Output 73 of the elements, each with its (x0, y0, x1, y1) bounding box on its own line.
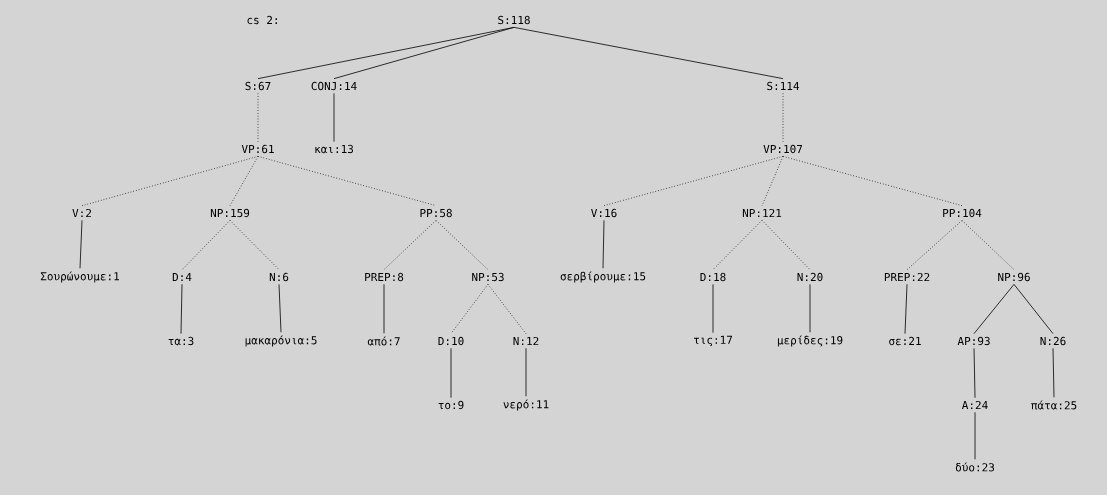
tree-branch (383, 283, 385, 334)
tree-branch (333, 92, 335, 143)
tree-node-label: NP:121 (742, 208, 782, 218)
tree-branch (961, 219, 1015, 271)
tree-branch (435, 219, 489, 271)
tree-node-label: το:9 (438, 400, 464, 410)
tree-node-label: σερβίρουμε:15 (560, 271, 646, 283)
tree-node-label: CONJ:14 (311, 81, 357, 91)
tree-node-label: S:67 (245, 81, 271, 91)
tree-node-label: δύο:23 (955, 462, 995, 472)
tree-branch (973, 347, 976, 399)
tree-node-label: από:7 (367, 336, 400, 346)
tree-branch (1013, 283, 1054, 335)
tree-branch (761, 155, 784, 207)
tree-node-label: νερό:11 (503, 399, 549, 411)
tree-node-label: VP:107 (763, 144, 803, 154)
tree-branch (602, 219, 605, 269)
tree-branch (450, 283, 489, 335)
tree-branch (229, 155, 259, 207)
tree-node-label: πάτα:25 (1031, 400, 1077, 410)
tree-node-label: N:26 (1040, 336, 1066, 346)
tree-branch (712, 219, 763, 271)
sentence-label: cs 2: (247, 15, 277, 25)
tree-branch (513, 26, 784, 80)
tree-node-label: V:16 (591, 208, 617, 218)
tree-node-label: NP:159 (210, 208, 250, 218)
tree-branch (257, 155, 437, 207)
tree-node-label: PREP:22 (884, 272, 930, 282)
tree-branch (712, 283, 714, 334)
tree-node-label: V:2 (72, 208, 91, 218)
tree-branch (79, 219, 83, 269)
tree-node-label: D:10 (438, 336, 464, 346)
tree-node-label: S:114 (767, 81, 800, 91)
tree-branch (904, 283, 908, 335)
tree-node-label: NP:53 (472, 272, 504, 282)
tree-branch (906, 219, 963, 271)
tree-branch (229, 219, 280, 271)
tree-branch (761, 219, 811, 271)
tree-node-label: D:4 (172, 273, 192, 281)
tree-branch (487, 283, 527, 335)
tree-branch (525, 347, 527, 397)
tree-node-label: μερίδες:19 (777, 335, 843, 347)
tree-branch (257, 92, 259, 143)
tree-node-label: τις:17 (694, 335, 733, 347)
tree-branch (1052, 347, 1055, 398)
tree-node-label: σε:21 (889, 336, 921, 346)
tree-node-label: VP:61 (241, 144, 274, 154)
tree-branch (181, 219, 231, 271)
tree-node-label: AP:93 (957, 336, 990, 346)
tree-node-label: A:24 (961, 400, 988, 410)
tree-branch (973, 283, 1015, 335)
tree-node-label: τα:3 (168, 336, 194, 346)
tree-node-label: μακαρόνια:5 (245, 335, 317, 347)
tree-branch (450, 347, 452, 399)
tree-node-label: Σουρώνουμε:1 (40, 271, 119, 283)
tree-branch (974, 411, 976, 460)
tree-branch (333, 26, 515, 80)
tree-branch (278, 283, 282, 333)
tree-node-label: PP:104 (943, 208, 982, 218)
tree-node-label: NP:96 (998, 272, 1030, 282)
tree-node-label: S:118 (498, 15, 530, 25)
tree-branch (782, 155, 963, 207)
tree-branch (383, 219, 437, 271)
tree-branch (180, 283, 183, 335)
tree-node-label: N:20 (797, 272, 823, 282)
tree-branch (809, 283, 811, 333)
tree-node-label: N:6 (269, 272, 289, 282)
tree-node-label: PREP:8 (365, 272, 404, 282)
tree-node-label: D:18 (700, 272, 726, 282)
tree-node-label: PP:58 (420, 208, 452, 218)
tree-node-label: N:12 (513, 336, 539, 346)
tree-branch (782, 92, 784, 143)
tree-node-label: και:13 (315, 144, 354, 154)
